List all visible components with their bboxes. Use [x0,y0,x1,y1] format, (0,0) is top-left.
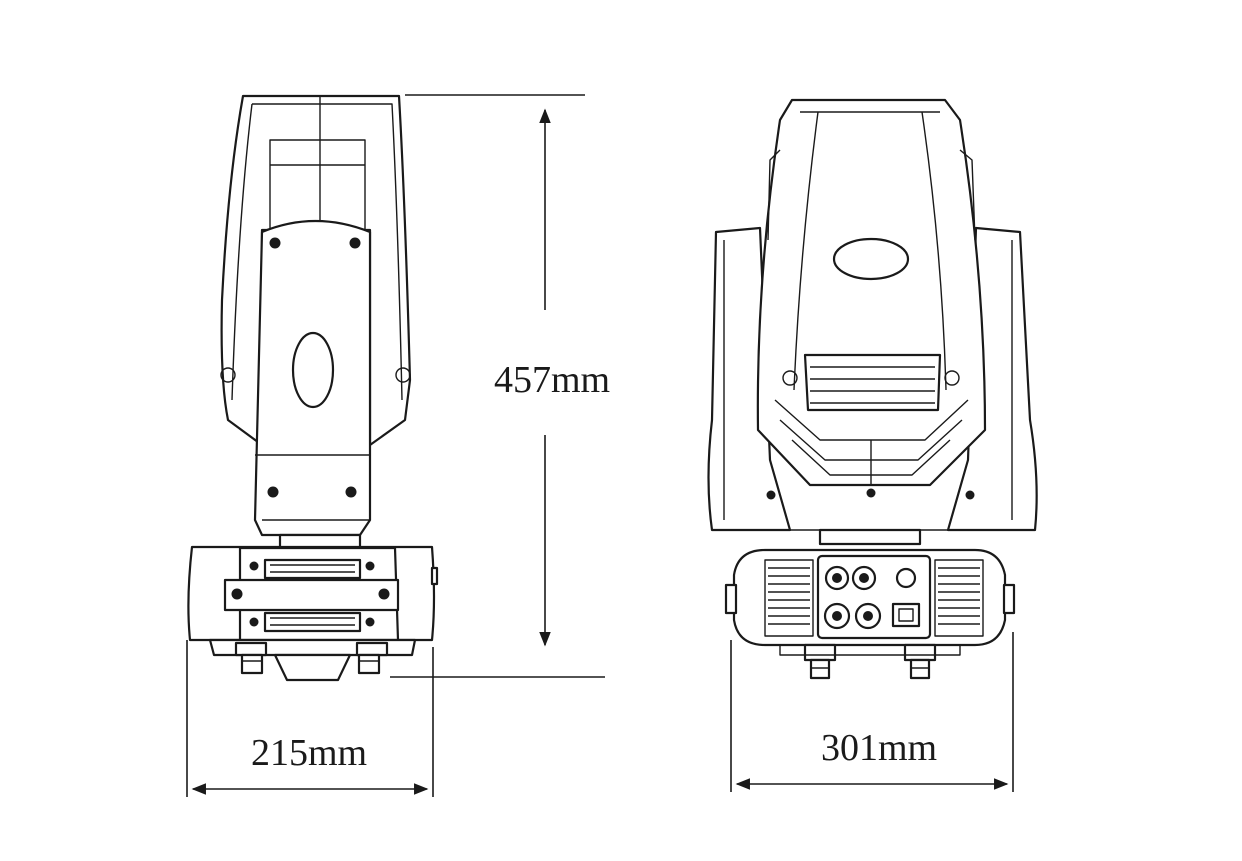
power-in-connector-icon [823,602,851,630]
fuse-holder-icon [895,567,917,589]
front-logo-oval [832,237,910,281]
dmx-in-connector-icon [824,565,850,591]
front-base-grille-right [934,559,984,637]
side-width-label: 215mm [251,732,367,774]
height-dimension: 457mm [390,94,610,678]
front-head-vent [803,353,942,412]
front-width-dimension: 301mm [730,632,1014,792]
power-out-connector-icon [854,602,882,630]
front-head-shell [756,98,987,487]
side-head-shell [220,94,412,447]
power-switch-icon [891,602,921,628]
front-width-label: 301mm [821,727,937,769]
dmx-out-connector-icon [851,565,877,591]
front-base-grille-left [764,559,814,637]
front-view [707,98,1038,680]
height-label: 457mm [494,359,610,401]
side-width-dimension: 215mm [186,640,434,797]
side-tilt-hub [291,331,335,409]
side-view [187,94,439,682]
front-connector-panel [816,554,932,640]
